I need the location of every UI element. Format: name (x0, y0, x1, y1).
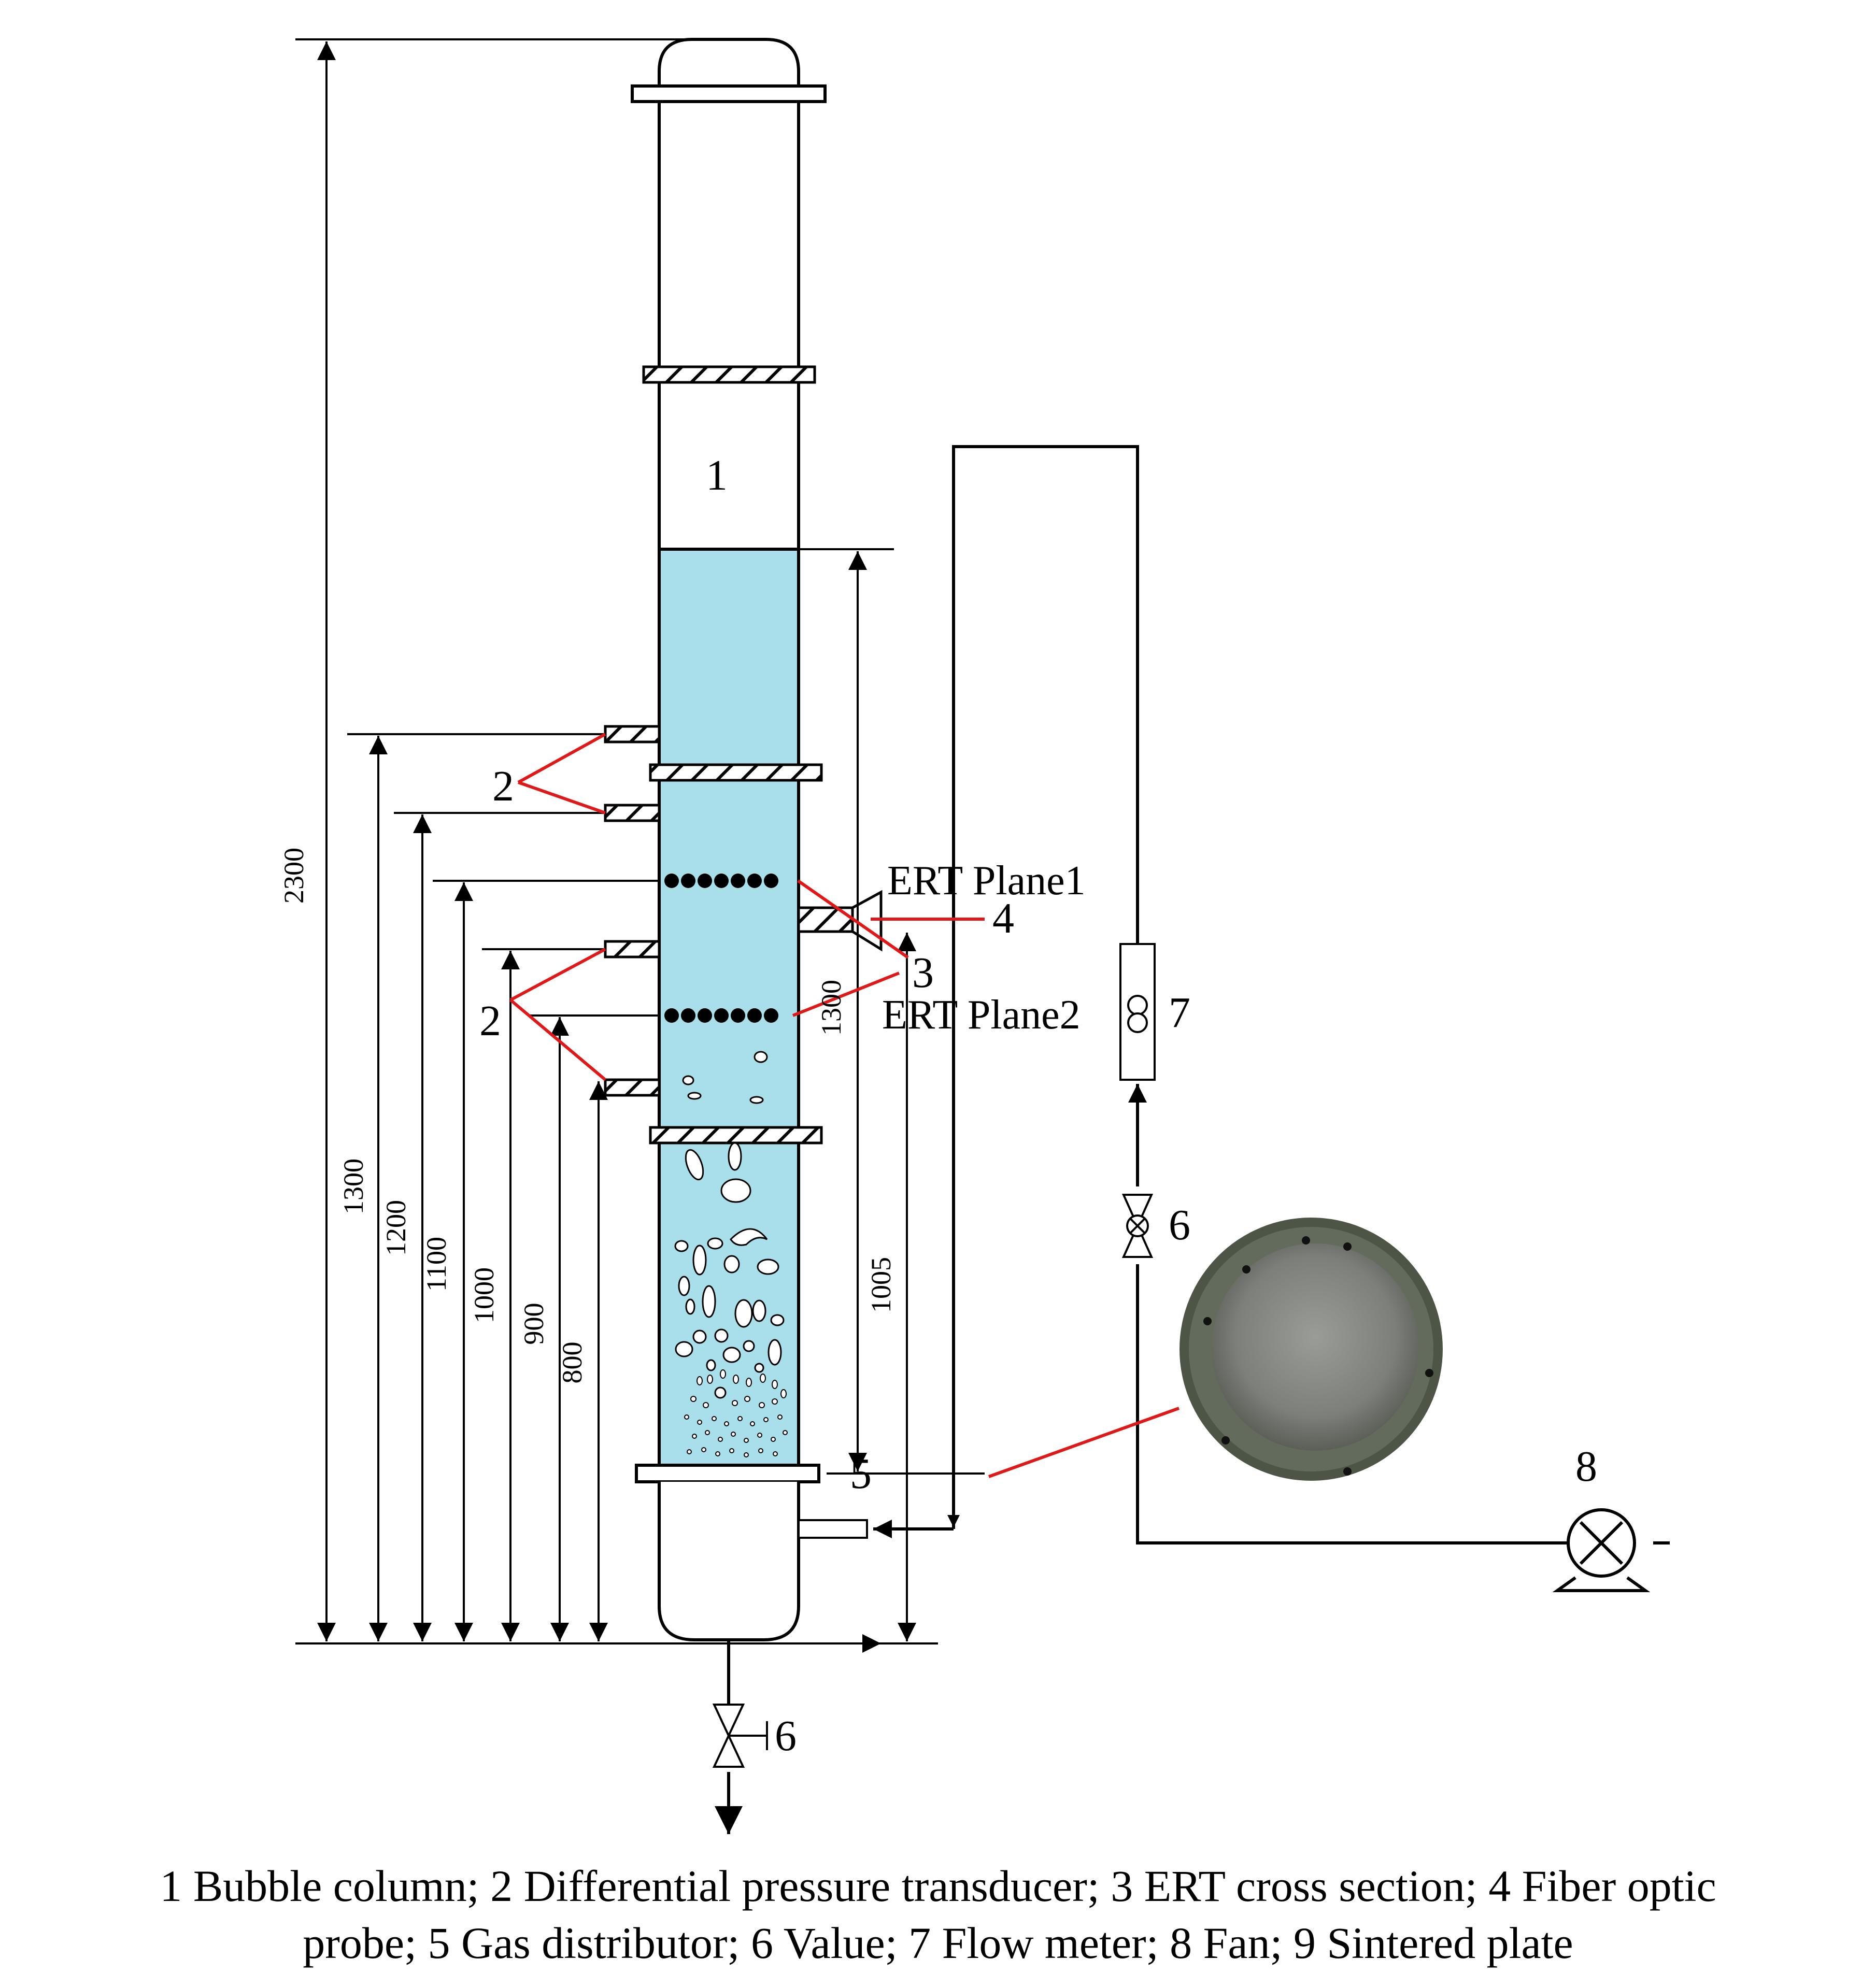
label-fan: 8 (1575, 1442, 1597, 1491)
dim-900: 900 (518, 1303, 549, 1345)
dim-1005: 1005 (865, 1257, 897, 1313)
dim-1000: 1000 (468, 1267, 500, 1323)
dim-800: 800 (557, 1342, 588, 1384)
hatched-flanges (642, 365, 823, 1145)
dim-2300: 2300 (278, 848, 309, 904)
figure-caption: 1 Bubble column; 2 Differential pressure… (0, 1857, 1876, 1971)
valve-icon (1121, 1194, 1154, 1258)
caption-line-1: 1 Bubble column; 2 Differential pressure… (160, 1861, 1716, 1911)
liquid-region (658, 548, 800, 1467)
label-ert: 3 (912, 949, 934, 997)
ert-electrodes (664, 874, 778, 1023)
pressure-tap (604, 1078, 661, 1097)
fiber-optic-probe (797, 890, 883, 952)
gas-piping (715, 445, 1670, 1834)
gas-inlet-nozzle (798, 1519, 868, 1539)
label-valve: 6 (1169, 1201, 1190, 1249)
flange-upper (642, 365, 816, 384)
pressure-tap (604, 725, 661, 743)
sintered-plate-image (1179, 1218, 1443, 1481)
ert-plane1-electrodes (664, 874, 778, 888)
drain-valve-icon (712, 1704, 768, 1768)
label-column: 1 (706, 451, 728, 499)
dim-1300: 1300 (338, 1159, 369, 1214)
flange-lower (649, 1126, 823, 1145)
column-bottom-head (658, 1482, 800, 1641)
label-flow-meter: 7 (1169, 989, 1190, 1037)
label-ert-plane2: ERT Plane2 (882, 992, 1081, 1038)
dim-1100: 1100 (421, 1237, 452, 1292)
fan-icon (1552, 1508, 1651, 1592)
pressure-taps (604, 725, 661, 1097)
caption-line-2: probe; 5 Gas distributor; 6 Value; 7 Flo… (303, 1918, 1573, 1968)
bubble-column (631, 38, 827, 1641)
label-drain-valve: 6 (775, 1712, 797, 1760)
dim-liquid-1300: 1300 (816, 980, 847, 1036)
label-dpt-upper: 2 (492, 762, 514, 810)
label-ert-plane1: ERT Plane1 (887, 858, 1086, 904)
ert-plane2-electrodes (664, 1008, 778, 1023)
dimension-labels: 2300 1300 1200 1100 1000 900 800 1300 10… (278, 848, 897, 1384)
pressure-tap (604, 940, 661, 959)
distributor-flange (635, 1464, 820, 1483)
top-flange (631, 84, 827, 103)
label-probe: 4 (992, 894, 1014, 942)
leader-lines (509, 733, 1180, 1478)
flange-middle (649, 763, 823, 782)
dimension-lines (295, 38, 985, 1653)
pressure-tap (604, 804, 661, 822)
gas-bubbles (674, 1051, 788, 1457)
dim-1200: 1200 (380, 1200, 411, 1256)
label-dpt-lower: 2 (479, 997, 501, 1045)
label-distributor: 5 (850, 1450, 872, 1498)
column-top-cap (658, 38, 800, 72)
